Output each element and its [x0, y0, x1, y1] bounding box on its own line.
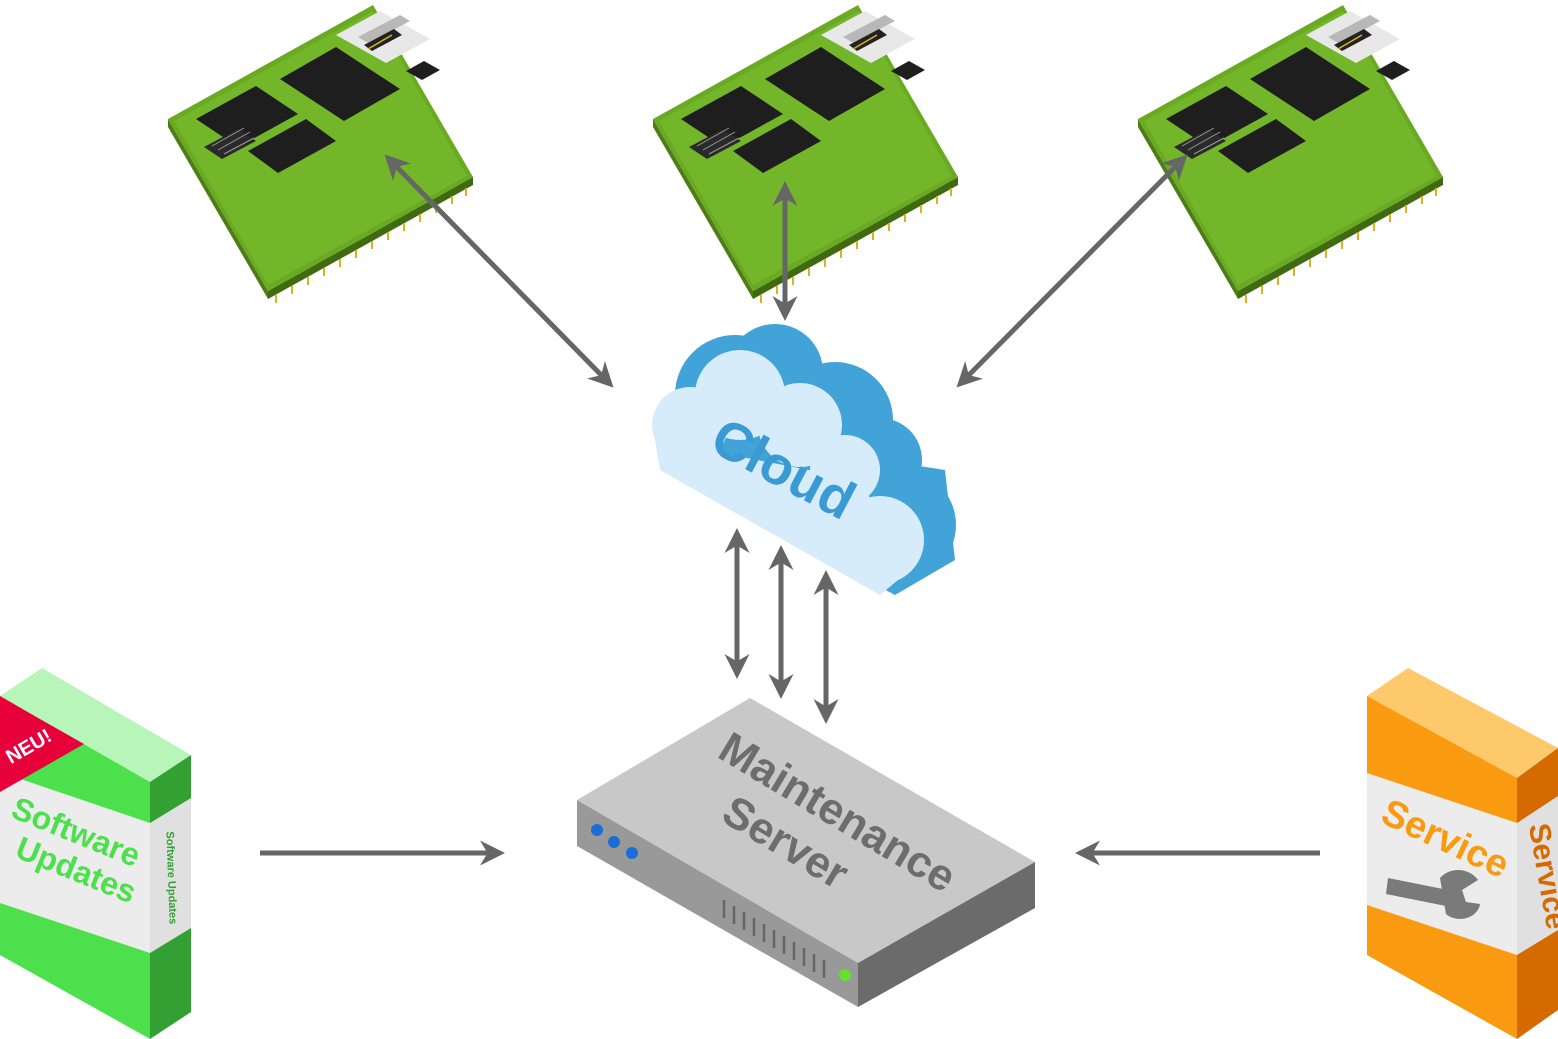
arrow-pcb-right-cloud — [956, 154, 1188, 388]
circuit-board-center — [652, 4, 959, 304]
server-vents — [722, 900, 826, 978]
server-status-led — [839, 969, 851, 981]
software-box-icon: NEU! Software Updates Software Updates — [0, 668, 191, 1039]
server-icon: Maintenance Server — [577, 698, 1035, 1007]
wrench-icon — [1386, 869, 1480, 919]
arrow-pcb-left-cloud — [384, 154, 614, 388]
service-box-icon: Service Service — [1367, 668, 1558, 1039]
software-side-label: Software Updates — [163, 831, 178, 924]
server-led-1 — [591, 824, 603, 836]
server-led-3 — [626, 847, 638, 859]
server-led-2 — [608, 836, 620, 848]
circuit-board-right — [1137, 4, 1444, 304]
cloud-icon: Cloud — [652, 324, 956, 595]
circuit-board-left — [167, 4, 474, 304]
